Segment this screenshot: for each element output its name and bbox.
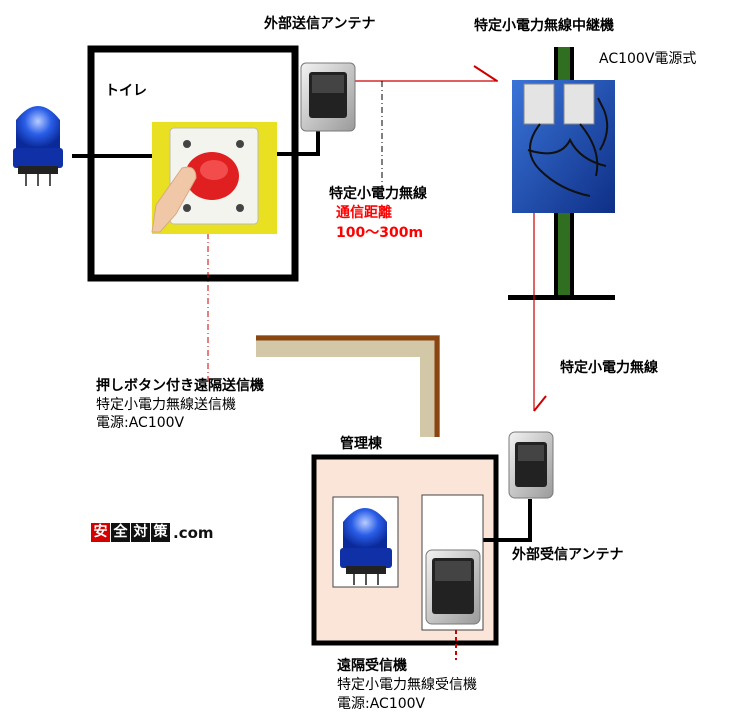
transmitter-type: 特定小電力無線送信機 <box>96 397 236 413</box>
power-type-label: AC100V電源式 <box>599 51 697 67</box>
beacon-icon <box>6 96 71 190</box>
logo-char-2: 全 <box>111 523 130 542</box>
repeater-label: 特定小電力無線中継機 <box>474 18 614 34</box>
link-arrow-2 <box>533 395 547 412</box>
toilet-room <box>87 45 299 282</box>
toilet-label: トイレ <box>105 83 147 99</box>
outdoor-rx-antenna-label: 外部受信アンテナ <box>512 547 624 563</box>
transmitter-power: 電源:AC100V <box>96 415 185 431</box>
link-arrow-1 <box>473 65 498 82</box>
receiver-unit-icon <box>421 494 484 631</box>
logo-char-3: 対 <box>131 523 150 542</box>
logo-char-4: 策 <box>151 523 170 542</box>
site-logo: 安 全 対 策 .com <box>91 523 214 542</box>
walkway-path <box>256 335 440 437</box>
outdoor-tx-antenna-label: 外部送信アンテナ <box>264 16 376 32</box>
comm-distance-title: 通信距離 <box>336 205 392 221</box>
radio-label-2: 特定小電力無線 <box>560 360 658 376</box>
repeater-unit-icon <box>512 80 615 213</box>
receiver-power: 電源:AC100V <box>337 696 426 712</box>
comm-distance-value: 100～300m <box>336 225 424 241</box>
emergency-push-button-icon <box>151 122 277 234</box>
antenna-cable <box>275 128 320 156</box>
radio-label-1: 特定小電力無線 <box>329 186 427 202</box>
admin-building-label: 管理棟 <box>340 436 382 452</box>
beacon-icon <box>332 496 399 588</box>
receiver-name: 遠隔受信機 <box>337 658 407 674</box>
walkway-edge <box>256 335 440 437</box>
antenna-unit-icon <box>300 62 356 132</box>
antenna-unit-icon <box>508 431 554 499</box>
transmitter-name: 押しボタン付き遠隔送信機 <box>96 378 264 394</box>
receiver-type: 特定小電力無線受信機 <box>337 677 477 693</box>
pole-base <box>508 295 615 300</box>
logo-char-1: 安 <box>91 523 110 542</box>
logo-suffix: .com <box>173 523 214 542</box>
receiver-antenna-cable <box>483 499 532 542</box>
